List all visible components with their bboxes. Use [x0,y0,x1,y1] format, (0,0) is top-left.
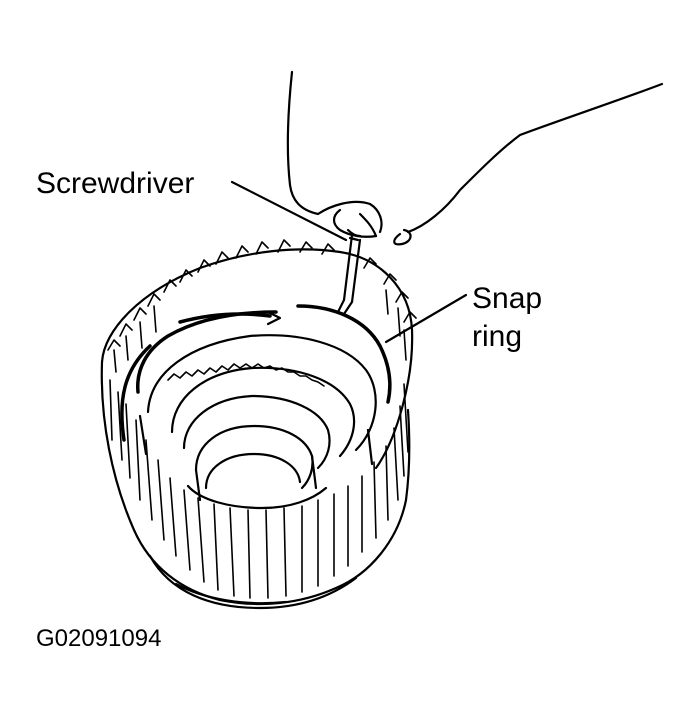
screwdriver [336,233,362,316]
snap-ring-label-line2: ring [472,320,523,353]
inner-rings [138,334,377,510]
snap-ring-label-line1: Snap [472,282,543,315]
snap-ring [120,304,392,442]
snap-ring-label: Snap ring [472,280,542,356]
screwdriver-leader-line [230,180,348,242]
clutch-drum [100,239,417,610]
screwdriver-label: Screwdriver [36,167,195,200]
figure-id: G02091094 [36,625,162,652]
hand [286,70,664,246]
